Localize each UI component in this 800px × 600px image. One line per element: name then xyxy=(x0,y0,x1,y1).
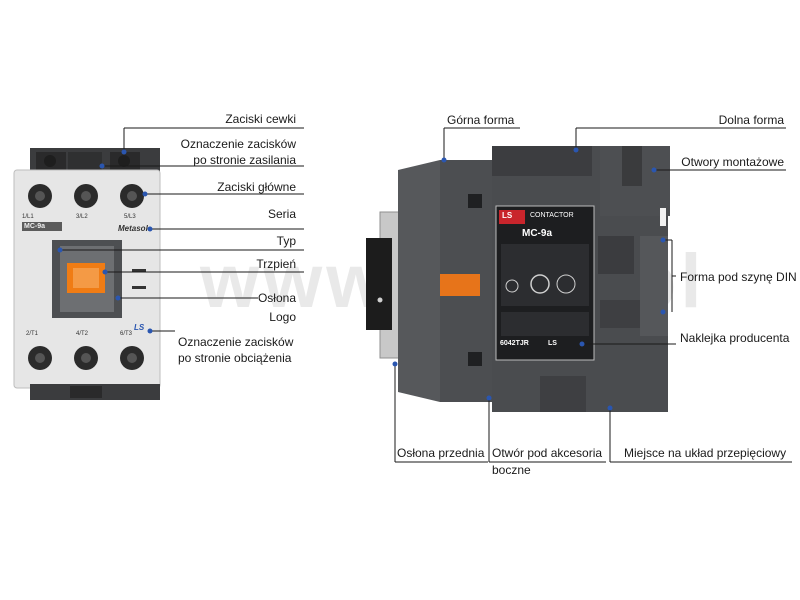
side-leader-dots xyxy=(392,147,666,411)
terminal-mark-l3: 5/L3 xyxy=(124,214,136,220)
logo-text: LS xyxy=(134,323,145,332)
terminal-mark-l1: 1/L1 xyxy=(22,214,34,220)
ls-logo-icon xyxy=(499,210,525,224)
contactor-side-view xyxy=(366,146,670,412)
coil-screw-icon xyxy=(44,155,56,167)
label-din-rail: Forma pod szynę DIN xyxy=(680,270,797,284)
front-leader-lines xyxy=(60,127,304,332)
label-side-hole-2: boczne xyxy=(492,463,531,477)
label-load-marking-2: po stronie obciążenia xyxy=(178,351,292,365)
terminal-mark-l2: 3/L2 xyxy=(76,214,88,220)
sticker-code: 6042TJR xyxy=(500,340,529,347)
sticker-brand: LS xyxy=(502,211,513,220)
terminal-mark-t3: 6/T3 xyxy=(120,331,133,337)
label-supply-marking-1: Oznaczenie zacisków xyxy=(180,137,296,151)
series-text: Metasol xyxy=(118,224,148,233)
label-upper-mould: Górna forma xyxy=(447,113,515,127)
plunger-window xyxy=(440,274,480,296)
label-supply-marking-2: po stronie zasilania xyxy=(193,153,296,167)
front-leader-dots xyxy=(57,149,153,334)
label-front-cover: Osłona przednia xyxy=(397,446,485,460)
terminal-mark-t2: 4/T2 xyxy=(76,331,89,337)
label-coil-terminals: Zaciski cewki xyxy=(225,112,296,126)
coil-screw-icon xyxy=(118,155,130,167)
label-type: Typ xyxy=(276,234,296,248)
label-main-terminals: Zaciski główne xyxy=(217,180,296,194)
label-maker-sticker: Naklejka producenta xyxy=(680,331,790,345)
sticker-model: MC-9a xyxy=(522,228,553,239)
label-series: Seria xyxy=(267,207,296,221)
side-leader-lines xyxy=(394,127,792,463)
label-surge-place: Miejsce na układ przepięciowy xyxy=(624,446,787,460)
type-plate xyxy=(22,222,62,231)
label-logo: Logo xyxy=(269,310,296,324)
label-lower-mould: Dolna forma xyxy=(718,113,784,127)
sticker-title: CONTACTOR xyxy=(530,212,574,219)
label-plunger: Trzpień xyxy=(256,257,296,271)
label-mounting-holes: Otwory montażowe xyxy=(681,155,784,169)
type-plate-text: MC-9a xyxy=(24,223,46,230)
label-cover: Osłona xyxy=(257,291,296,305)
contactor-front-view xyxy=(13,148,161,400)
terminal-mark-t1: 2/T1 xyxy=(26,331,39,337)
label-side-hole-1: Otwór pod akcesoria xyxy=(492,446,603,460)
ce-mark-icon xyxy=(530,274,550,294)
sticker-brand-small: LS xyxy=(548,340,557,347)
label-load-marking-1: Oznaczenie zacisków xyxy=(178,335,294,349)
